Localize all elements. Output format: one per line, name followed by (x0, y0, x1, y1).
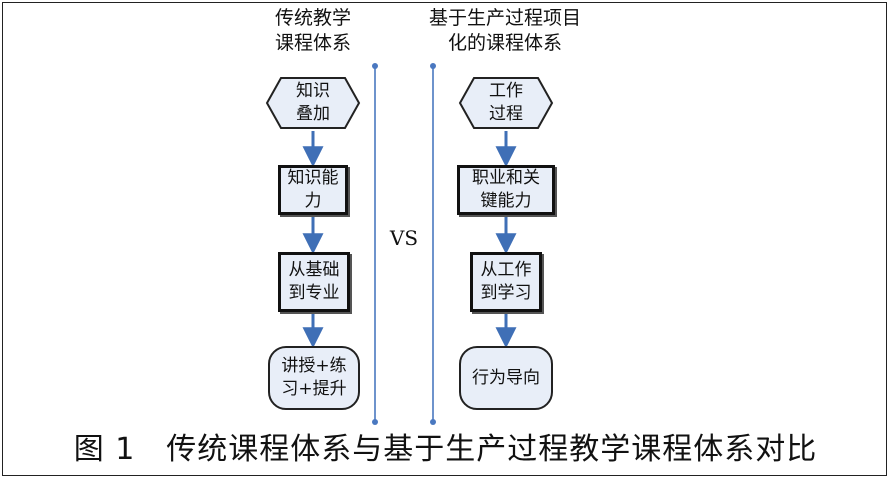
figure-caption: 图 1 传统课程体系与基于生产过程教学课程体系对比 (73, 432, 818, 467)
vs-label: VS (389, 226, 419, 250)
node-label: 行为导向 (472, 367, 540, 388)
node-label: 到学习 (480, 283, 532, 303)
divider-end-dot (372, 63, 378, 69)
node-work-to-learning: 从工作 到学习 (470, 252, 542, 312)
heading-line: 基于生产过程项目 (428, 7, 581, 29)
hexagon-shape (458, 77, 554, 129)
node-label: 职业和关 (472, 168, 540, 188)
heading-line: 课程体系 (274, 32, 351, 54)
node-basic-to-major: 从基础 到专业 (278, 252, 350, 312)
node-label: 到专业 (288, 283, 340, 303)
node-label: 知识能 (287, 168, 339, 188)
node-label: 过程 (489, 104, 523, 124)
node-label: 从基础 (288, 260, 340, 280)
heading-line: 化的课程体系 (447, 32, 562, 54)
node-label: 力 (304, 191, 322, 211)
divider-end-dot (372, 419, 378, 425)
node-label: 叠加 (296, 104, 330, 124)
node-work-process: 工作 过程 (458, 76, 554, 130)
node-knowledge-ability: 知识能 力 (278, 165, 348, 215)
node-action-oriented: 行为导向 (459, 346, 553, 410)
hexagon-shape (265, 77, 361, 129)
heading-traditional: 传统教学 课程体系 (238, 6, 388, 56)
node-label: 键能力 (480, 191, 532, 211)
heading-production-based: 基于生产过程项目 化的课程体系 (400, 6, 610, 56)
node-label: 知识 (296, 81, 330, 101)
node-knowledge-stacking: 知识 叠加 (265, 76, 361, 130)
divider-end-dot (430, 63, 436, 69)
node-label: 习+提升 (281, 379, 347, 399)
node-label: 从工作 (480, 260, 532, 280)
node-lecture-practice: 讲授+练 习+提升 (268, 346, 360, 410)
node-label: 工作 (489, 81, 523, 101)
divider-end-dot (430, 419, 436, 425)
node-vocational-key-ability: 职业和关 键能力 (457, 165, 555, 215)
node-label: 讲授+练 (281, 356, 347, 376)
heading-line: 传统教学 (274, 7, 351, 29)
